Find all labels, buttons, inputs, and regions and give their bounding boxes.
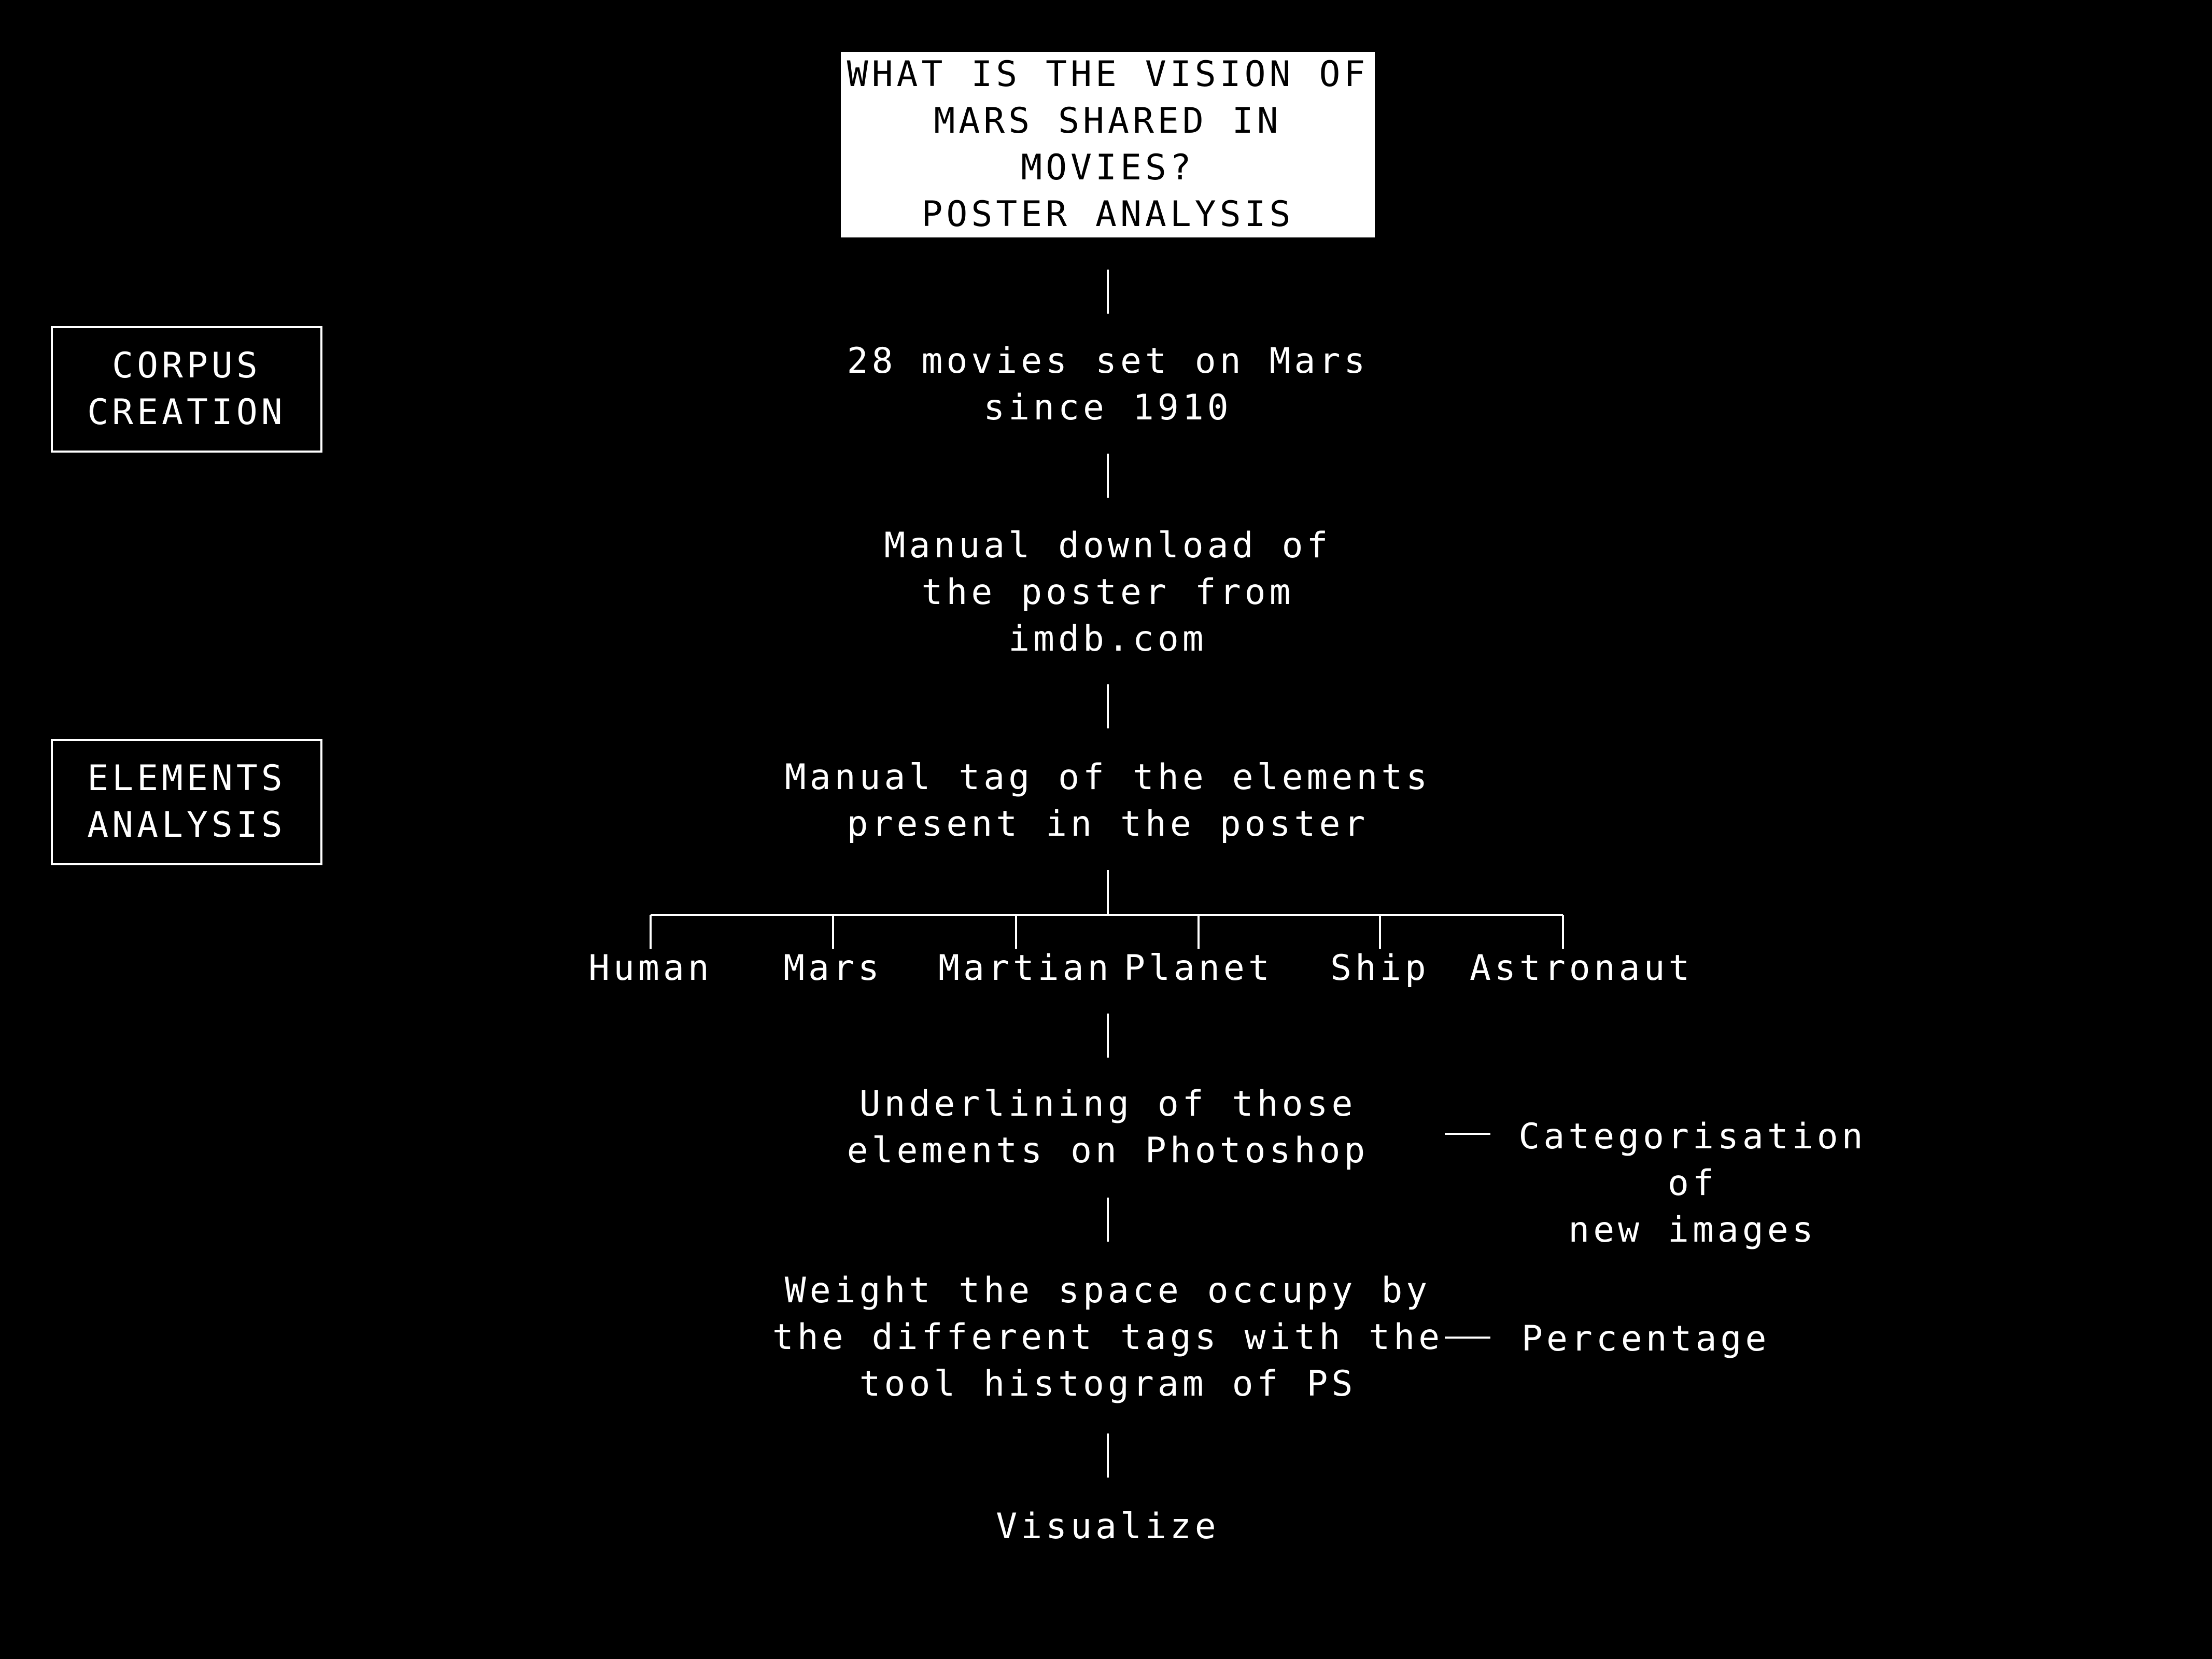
- note-percentage: Percentage: [1521, 1318, 1770, 1359]
- step-underline: Underlining of those elements on Photosh…: [847, 1084, 1369, 1171]
- tag-ship: Ship: [1330, 948, 1430, 989]
- corpus-creation-box: CORPUS CREATION: [51, 326, 322, 453]
- step-visualize: Visualize: [996, 1506, 1220, 1547]
- step-download: Manual download of the poster from imdb.…: [884, 525, 1332, 659]
- elements-analysis-box: ELEMENTS ANALYSIS: [51, 739, 322, 865]
- tag-planet: Planet: [1124, 948, 1273, 989]
- tag-mars: Mars: [783, 948, 883, 989]
- tag-astronaut: Astronaut: [1470, 948, 1694, 989]
- tag-martian: Martian: [938, 948, 1112, 989]
- corpus-creation-label: CORPUS CREATION: [87, 345, 286, 433]
- step-tag: Manual tag of the elements present in th…: [784, 757, 1431, 845]
- step-corpus: 28 movies set on Mars since 1910: [847, 341, 1369, 428]
- title-box: WHAT IS THE VISION OF MARS SHARED IN MOV…: [841, 52, 1375, 237]
- tag-human: Human: [588, 948, 713, 989]
- elements-analysis-label: ELEMENTS ANALYSIS: [87, 758, 286, 846]
- diagram-title: WHAT IS THE VISION OF MARS SHARED IN MOV…: [847, 54, 1369, 235]
- step-weight: Weight the space occupy by the different…: [772, 1270, 1444, 1404]
- note-categorisation: Categorisation of new images: [1518, 1116, 1867, 1250]
